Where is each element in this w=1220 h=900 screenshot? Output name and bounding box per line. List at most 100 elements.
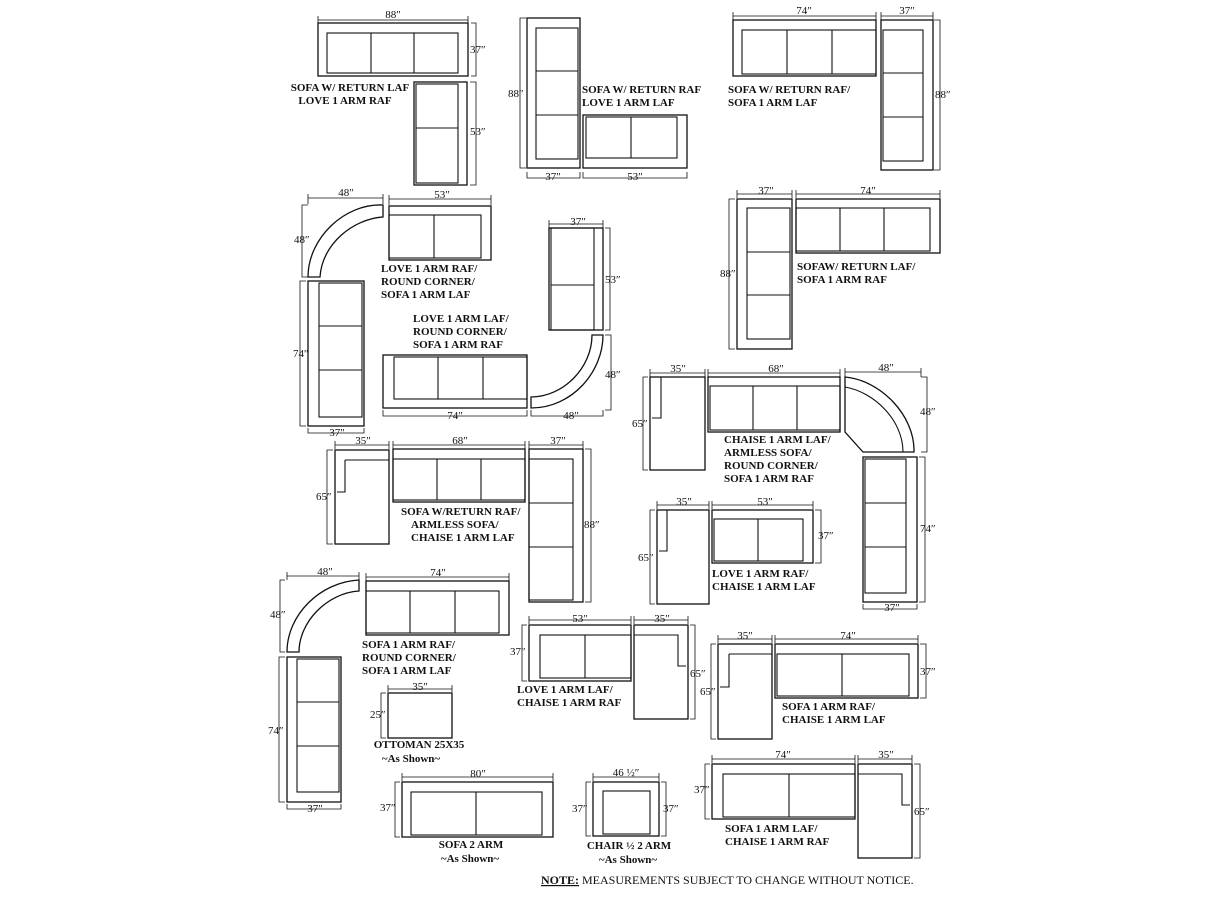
config-label: SOFA 1 ARM RAF — [797, 274, 887, 286]
dim-width: 74″ — [447, 410, 463, 422]
config-label: ~As Shown~ — [382, 753, 440, 765]
loveseat-piece — [388, 205, 492, 261]
config-label: CHAISE 1 ARM LAF — [712, 581, 816, 593]
dim-width: 74″ — [775, 749, 791, 761]
chaise-piece — [633, 624, 689, 720]
dim-depth: 37″ — [694, 784, 710, 796]
dim-depth: 65″ — [690, 668, 706, 680]
config-sofa-return-raf-love-laf: 88″ 37″ 53″ SOFA W/ RETURN RAF LOVE 1 AR… — [508, 17, 701, 183]
dim-width: 35″ — [737, 630, 753, 642]
config-chair-2-arm: 46 ½″ 37″ 37″ CHAIR ½ 2 ARM ~As Shown~ — [572, 767, 679, 866]
ottoman-piece — [387, 692, 453, 739]
sofa-piece — [880, 19, 934, 171]
config-label: SOFA W/RETURN RAF/ — [401, 506, 521, 518]
dim-width: 35″ — [878, 749, 894, 761]
config-label: SOFA 1 ARM RAF/ — [362, 639, 456, 651]
dim-depth: 37″ — [663, 803, 679, 815]
dim-depth: 53″ — [470, 126, 486, 138]
sofa-piece — [401, 781, 554, 838]
dim-width: 46 ½″ — [613, 767, 640, 779]
config-label: CHAISE 1 ARM RAF — [725, 836, 829, 848]
dim-depth: 88″ — [935, 89, 951, 101]
dim-width: 35″ — [412, 681, 428, 693]
config-love-raf-chaise-laf: 35″ 53″ 65″ 37″ LOVE 1 ARM RAF/ CHAISE 1… — [638, 496, 834, 605]
note-text: NOTE: MEASUREMENTS SUBJECT TO CHANGE WIT… — [541, 873, 914, 887]
config-label: CHAIR ½ 2 ARM — [587, 840, 672, 852]
sofa-piece — [526, 17, 581, 169]
config-sofa-return-raf-sofa-laf: 74″ 37″ 88″ SOFA W/ RETURN RAF/ SOFA 1 A… — [728, 5, 951, 171]
config-label: SOFA 1 ARM LAF — [728, 97, 818, 109]
chaise-piece — [649, 376, 706, 471]
dim-depth: 37″ — [470, 44, 486, 56]
dim-depth: 53″ — [605, 274, 621, 286]
sofa-piece — [711, 763, 856, 820]
dim-width: 35″ — [654, 613, 670, 625]
dim-width: 37″ — [758, 185, 774, 197]
dim-width: 37″ — [570, 216, 586, 228]
note-prefix: NOTE: — [541, 873, 579, 887]
sofa-piece — [317, 22, 469, 77]
dim-width: 35″ — [355, 435, 371, 447]
config-label: LOVE 1 ARM RAF/ — [712, 568, 809, 580]
sofa-piece — [286, 656, 342, 803]
chaise-piece — [334, 449, 390, 545]
dim-depth: 48″ — [270, 609, 286, 621]
config-label: LOVE 1 ARM RAF/ — [381, 263, 478, 275]
config-sofa-laf-chaise-raf: 74″ 35″ 37″ 65″ SOFA 1 ARM LAF/ CHAISE 1… — [694, 749, 930, 859]
dim-depth: 48″ — [294, 234, 310, 246]
config-label: SOFAW/ RETURN LAF/ — [797, 261, 916, 273]
config-label: SOFA 2 ARM — [439, 839, 504, 851]
dim-depth: 37″ — [818, 530, 834, 542]
dim-depth: 65″ — [632, 418, 648, 430]
config-label: ~As Shown~ — [599, 854, 657, 866]
dim-width: 48″ — [317, 566, 333, 578]
dim-width: 48″ — [878, 362, 894, 374]
config-label: ROUND CORNER/ — [362, 652, 457, 664]
dim-depth: 48″ — [920, 406, 936, 418]
footer-note: NOTE: MEASUREMENTS SUBJECT TO CHANGE WIT… — [541, 873, 914, 887]
chaise-piece — [857, 763, 913, 859]
dim-width: 37″ — [545, 171, 561, 183]
config-label: SOFA W/ RETURN RAF/ — [728, 84, 851, 96]
dim-depth: 65″ — [638, 552, 654, 564]
dim-width: 35″ — [670, 363, 686, 375]
loveseat-piece — [582, 114, 688, 169]
loveseat-piece — [711, 509, 814, 564]
dim-width: 68″ — [768, 363, 784, 375]
config-ottoman: 35″ 25″ OTTOMAN 25X35 ~As Shown~ — [370, 681, 465, 765]
config-label: SOFA 1 ARM LAF — [381, 289, 471, 301]
chaise-piece — [717, 643, 773, 740]
dim-width: 37″ — [884, 602, 900, 614]
round-corner-piece — [530, 334, 604, 409]
dim-width: 48″ — [563, 410, 579, 422]
config-love-laf-corner-sofa-raf: 37″ 53″ 48″ 74″ 48″ LOVE 1 ARM LAF/ ROUN… — [382, 216, 621, 422]
dim-width: 68″ — [452, 435, 468, 447]
round-corner-piece — [844, 376, 915, 453]
config-sofa-return-armless-chaise: 35″ 68″ 37″ 65″ 88″ SOFA W/RETURN RAF/ A… — [316, 435, 600, 603]
config-label: ARMLESS SOFA/ — [411, 519, 499, 531]
config-label: CHAISE 1 ARM LAF/ — [724, 434, 832, 446]
dim-depth: 37″ — [380, 802, 396, 814]
dim-depth: 48″ — [605, 369, 621, 381]
dim-width: 53″ — [572, 613, 588, 625]
loveseat-piece — [548, 227, 604, 331]
chaise-piece — [656, 509, 710, 605]
dim-depth: 88″ — [584, 519, 600, 531]
dim-width: 74″ — [796, 5, 812, 17]
dim-width: 74″ — [860, 185, 876, 197]
config-label: SOFA 1 ARM RAF — [724, 473, 814, 485]
loveseat-piece — [528, 624, 632, 682]
sofa-piece — [795, 198, 941, 254]
dim-depth: 37″ — [920, 666, 936, 678]
config-label: SOFA 1 ARM LAF — [362, 665, 452, 677]
config-label: OTTOMAN 25X35 — [374, 739, 465, 751]
config-label: LOVE 1 ARM RAF — [298, 95, 391, 107]
config-label: ~As Shown~ — [441, 853, 499, 865]
sofa-piece — [307, 280, 365, 427]
config-label: SOFA 1 ARM LAF/ — [725, 823, 818, 835]
dim-width: 37″ — [550, 435, 566, 447]
sofa-piece — [862, 456, 918, 603]
config-label: CHAISE 1 ARM LAF — [411, 532, 515, 544]
dim-width: 53″ — [627, 171, 643, 183]
